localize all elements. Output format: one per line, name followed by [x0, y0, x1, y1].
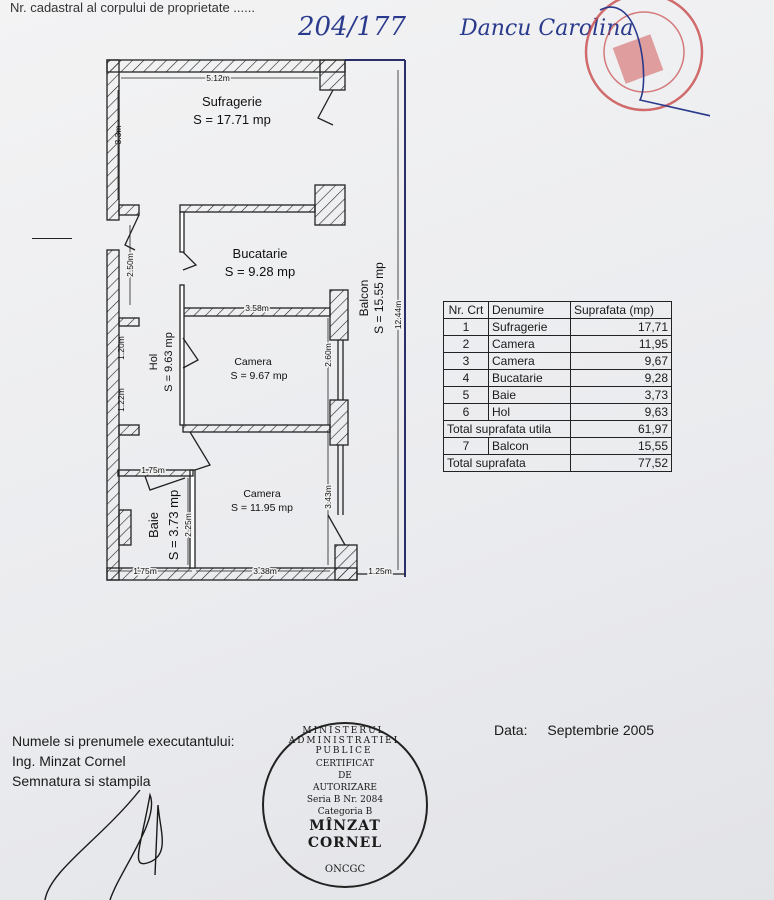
row-nr: 1: [443, 318, 489, 336]
row-name: Camera: [488, 352, 571, 370]
total-value: 77,52: [570, 454, 672, 472]
row-name: Camera: [488, 335, 571, 353]
room-area-bucatarie: S = 9.28 mp: [225, 264, 295, 279]
executant-label: Numele si prenumele executantului:: [12, 733, 235, 749]
row-area: 9,28: [570, 369, 672, 387]
row-nr: 5: [443, 386, 489, 404]
stamp-line: Categoria B: [317, 807, 373, 817]
header-name: Denumire: [488, 301, 571, 319]
dim-hol-b: 1.22m: [116, 388, 126, 412]
table-header-row: Nr. Crt Denumire Suprafata (mp): [443, 301, 672, 319]
dim-baie-height: 2.25m: [183, 513, 193, 537]
dim-kitchen-width: 3.58m: [245, 303, 269, 313]
row-name: Baie: [488, 386, 571, 404]
stamp-ring-text: MINISTERUL ADMINISTRATIEI PUBLICE: [288, 726, 400, 756]
row-nr: 2: [443, 335, 489, 353]
row-area: 3,73: [570, 386, 672, 404]
header-nr: Nr. Crt: [443, 301, 489, 319]
header-area: Suprafata (mp): [570, 301, 672, 319]
room-area-sufragerie: S = 17.71 mp: [193, 112, 271, 127]
dim-camera2-height: 3.43m: [323, 485, 333, 509]
dim-baie-width: 1.75m: [141, 465, 165, 475]
row-nr: 6: [443, 403, 489, 421]
total-util-value: 61,97: [570, 420, 672, 438]
room-area-camera-2: S = 11.95 mp: [231, 502, 293, 514]
authorization-stamp: MINISTERUL ADMINISTRATIEI PUBLICE CERTIF…: [262, 722, 428, 888]
dim-hol-a: 1.20m: [116, 336, 126, 360]
row-area: 17,71: [570, 318, 672, 336]
dim-balcon-length: 12.44m: [393, 301, 403, 329]
room-name-hol: Hol: [148, 354, 160, 371]
stamp-line: Seria B Nr. 2084: [306, 795, 384, 805]
dim-hol-upper: 2.50m: [125, 253, 135, 277]
dim-bottom-right: 1.25m: [368, 566, 392, 576]
room-area-baie: S = 3.73 mp: [166, 490, 181, 560]
row-area: 9,63: [570, 403, 672, 421]
row-area: 15,55: [570, 437, 672, 455]
cadastral-label: Nr. cadastral al corpului de proprietate…: [10, 0, 255, 15]
room-name-balcon: Balcon: [357, 280, 371, 317]
stamp-line: DE: [338, 771, 352, 781]
date-value: Septembrie 2005: [547, 722, 654, 738]
dim-top: 5.12m: [206, 73, 230, 83]
room-name-bucatarie: Bucatarie: [233, 246, 288, 261]
stamp-name-1: MÎNZAT: [309, 818, 381, 834]
dim-camera-height: 2.60m: [323, 343, 333, 367]
handwritten-number: 204/177: [298, 12, 407, 42]
handwritten-name: Dancu Carolina: [460, 16, 634, 41]
row-area: 9,67: [570, 352, 672, 370]
row-nr: 3: [443, 352, 489, 370]
row-name: Hol: [488, 403, 571, 421]
room-name-sufragerie: Sufragerie: [202, 94, 262, 109]
row-name: Balcon: [488, 437, 571, 455]
cadastre-stamp: [584, 0, 710, 117]
row-nr: 4: [443, 369, 489, 387]
dim-sufragerie-height: 3.3m: [113, 126, 123, 145]
date-block: Data: Septembrie 2005: [494, 720, 654, 740]
room-name-camera-2: Camera: [243, 488, 281, 500]
date-label: Data:: [494, 722, 528, 738]
room-area-balcon: S = 15.55 mp: [372, 262, 386, 334]
handwritten-signature: [44, 790, 163, 900]
signature-label: Semnatura si stampila: [12, 773, 151, 789]
room-area-camera-1: S = 9.67 mp: [231, 370, 288, 382]
row-area: 11,95: [570, 335, 672, 353]
stamp-name-2: CORNEL: [307, 835, 383, 851]
room-name-baie: Baie: [146, 512, 161, 538]
floor-plan: Sufragerie S = 17.71 mp Bucatarie S = 9.…: [106, 59, 406, 581]
total-util-label: Total suprafata utila: [443, 420, 571, 438]
executant-block: Numele si prenumele executantului: Ing. …: [12, 731, 235, 791]
row-nr: 7: [443, 437, 489, 455]
row-name: Sufragerie: [488, 318, 571, 336]
room-name-camera-1: Camera: [234, 356, 272, 368]
room-area-hol: S = 9.63 mp: [163, 332, 175, 392]
entrance-arrow-icon: [32, 238, 72, 239]
dim-bottom-left: 1.75m: [133, 566, 157, 576]
total-label: Total suprafata: [443, 454, 571, 472]
stamp-line: AUTORIZARE: [313, 783, 377, 793]
stamp-bottom-text: ONCGC: [324, 864, 366, 875]
stamp-line: CERTIFICAT: [315, 759, 375, 769]
executant-name: Ing. Minzat Cornel: [12, 753, 126, 769]
row-name: Bucatarie: [488, 369, 571, 387]
dim-bottom-mid: 3.38m: [253, 566, 277, 576]
